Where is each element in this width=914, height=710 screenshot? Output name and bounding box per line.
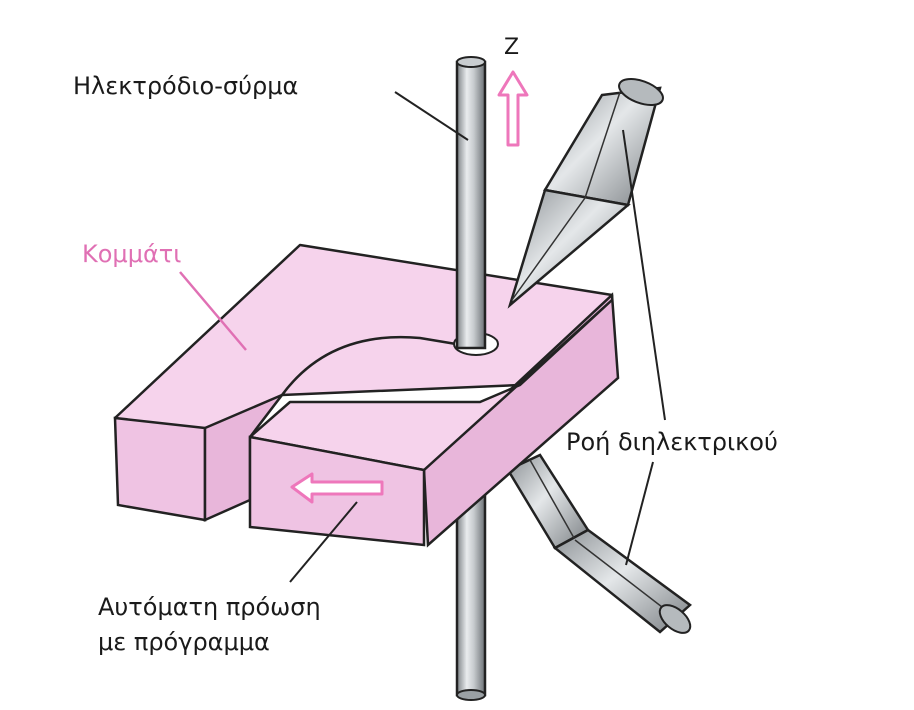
wire-electrode-upper	[455, 56, 487, 350]
feed-arrow	[290, 472, 384, 504]
feed-label-line1: Αυτόματη πρόωση	[98, 593, 321, 621]
leader-dielectric-lower	[625, 461, 654, 566]
lower-nozzle	[506, 453, 692, 634]
leader-lines	[179, 91, 666, 583]
feed-label-line2: με πρόγραμμα	[98, 628, 270, 656]
axis-label-z: Z	[504, 35, 519, 60]
dielectric-label: Ροή διηλεκτρικού	[566, 428, 778, 456]
upper-nozzle	[507, 78, 664, 309]
leader-dielectric-upper	[622, 129, 666, 421]
leader-feed	[289, 501, 358, 583]
wire-electrode-lower	[455, 488, 487, 701]
workpiece-label: Κομμάτι	[82, 240, 181, 268]
leader-workpiece	[179, 271, 247, 351]
leader-electrode	[394, 91, 469, 141]
electrode-label: Ηλεκτρόδιο-σύρμα	[73, 72, 298, 100]
z-direction-arrow	[497, 70, 529, 147]
